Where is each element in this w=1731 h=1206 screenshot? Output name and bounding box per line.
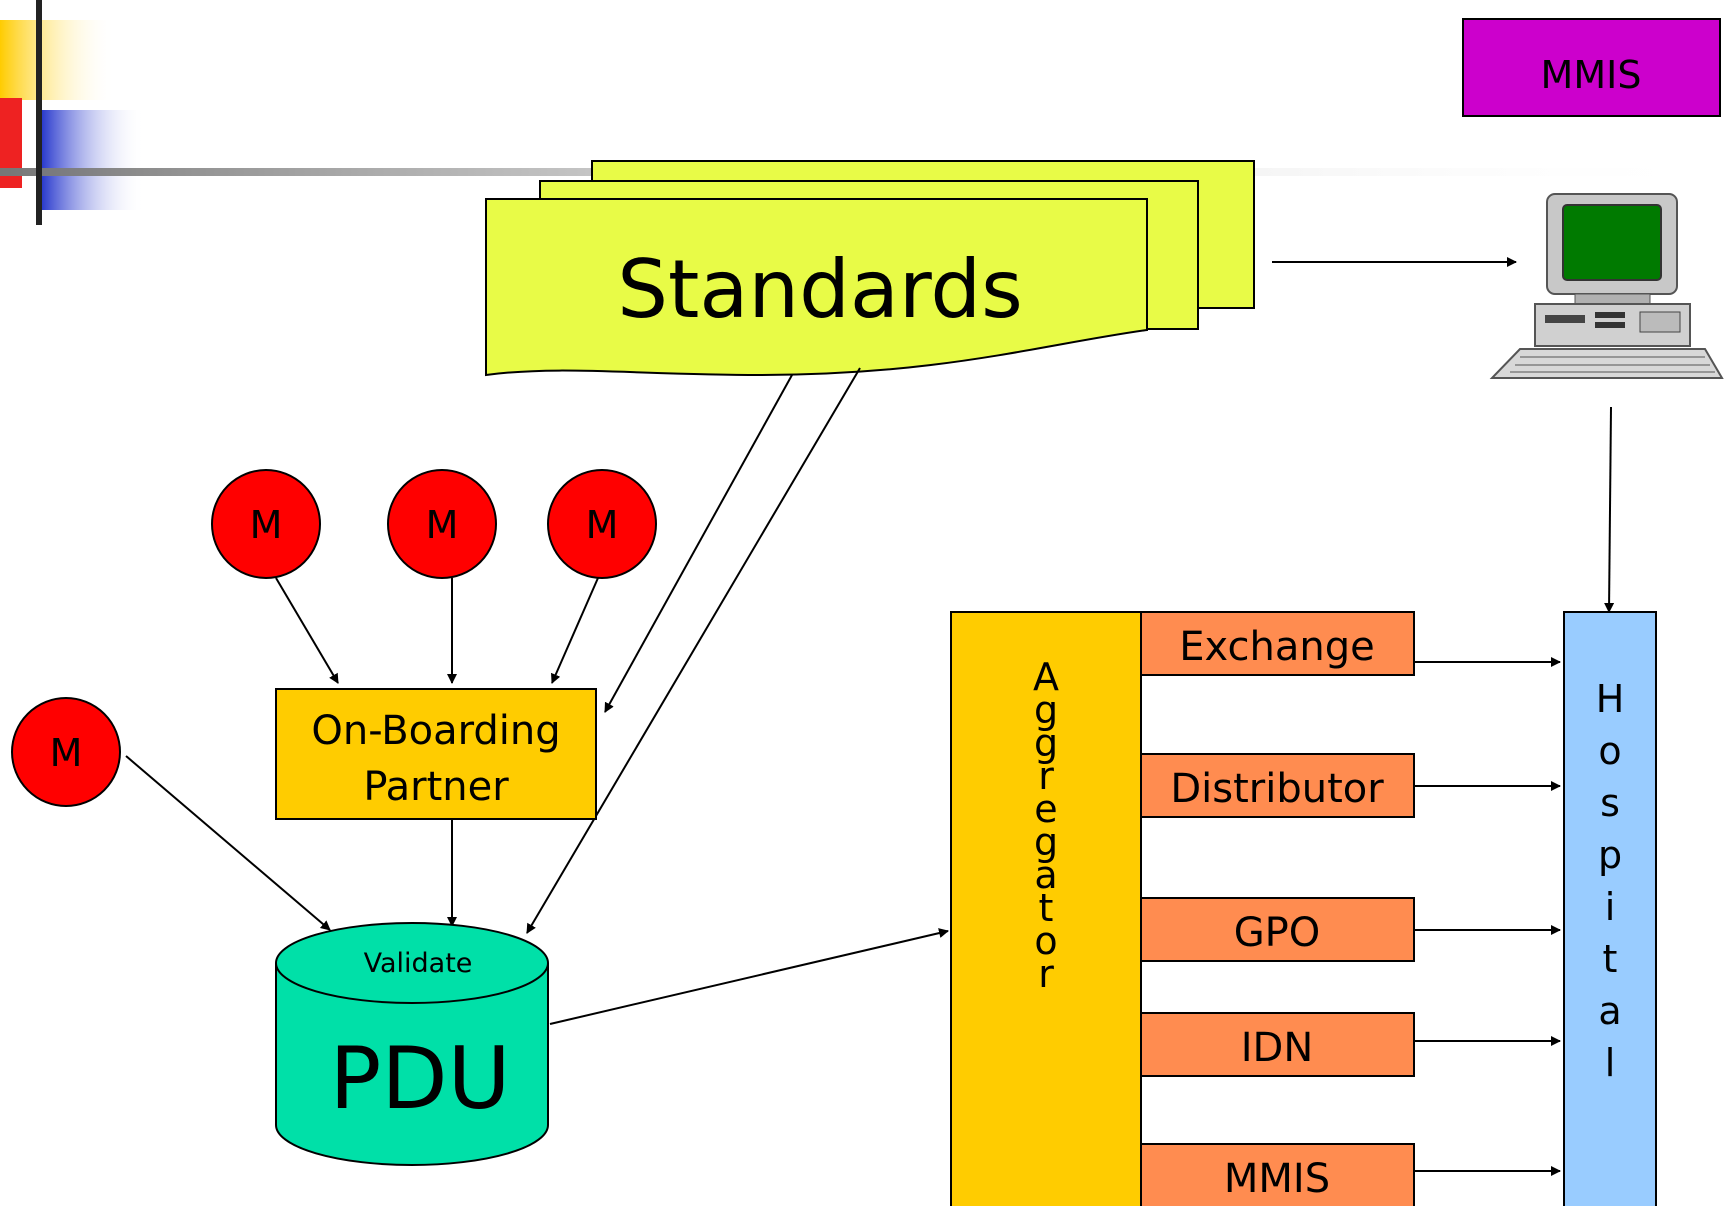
label-letter: A (1033, 655, 1059, 699)
label-letter: s (1600, 781, 1620, 825)
channel-label: Exchange (1179, 624, 1374, 670)
label-letter: o (1598, 729, 1621, 773)
onboarding-label-line1: On-Boarding (311, 708, 560, 754)
label-letter: H (1596, 677, 1625, 721)
mmis-top-box: MMIS (1462, 18, 1721, 117)
standards-to-pdu-arrow (526, 367, 861, 934)
label-letter: g (1034, 688, 1058, 732)
label-letter: r (1038, 754, 1054, 798)
manufacturer-label: M (586, 503, 619, 547)
label-letter: e (1034, 787, 1057, 831)
standards-label: Standards (617, 243, 1023, 336)
manufacturer-label: M (426, 503, 459, 547)
manufacturer-node: M (547, 469, 657, 579)
label-letter: i (1605, 885, 1616, 929)
label-letter: g (1034, 820, 1058, 864)
manufacturer-node: M (211, 469, 321, 579)
label-letter: a (1034, 853, 1057, 897)
pdu-validate-label: Validate (364, 948, 473, 979)
pdu-cylinder: Validate PDU (275, 922, 549, 1166)
label-letter: l (1605, 1041, 1616, 1085)
label-letter: o (1034, 919, 1057, 963)
label-letter: r (1038, 952, 1054, 996)
channel-label: Distributor (1170, 766, 1384, 812)
standards-documents: Standards (485, 160, 1255, 377)
computer-icon (1489, 193, 1724, 379)
standards-to-onboarding-arrow (604, 374, 793, 713)
manufacturer-label: M (250, 503, 283, 547)
pdu-label: PDU (329, 1029, 510, 1129)
channel-label: IDN (1241, 1025, 1314, 1071)
channel-box: IDN (1140, 1012, 1415, 1077)
mmis-top-label: MMIS (1541, 53, 1642, 97)
manufacturer-to-pdu-arrow (125, 755, 331, 931)
manufacturer-node: M (11, 697, 121, 807)
label-letter: t (1603, 937, 1618, 981)
manufacturer-label: M (50, 731, 83, 775)
pdu-to-aggregator-arrow (549, 928, 949, 1025)
onboarding-label-line2: Partner (363, 764, 509, 810)
channel-box: Exchange (1140, 611, 1415, 676)
manufacturer-to-onboarding-arrow (275, 577, 339, 684)
label-letter: a (1598, 989, 1621, 1033)
label-letter: p (1598, 833, 1622, 877)
label-letter: g (1034, 721, 1058, 765)
channel-label: GPO (1234, 910, 1321, 956)
channel-box: MMIS (1140, 1143, 1415, 1206)
computer-to-hospital-arrow (1604, 406, 1615, 613)
manufacturer-to-onboarding-arrow (551, 577, 599, 684)
label-letter: t (1039, 886, 1054, 930)
manufacturer-node: M (387, 469, 497, 579)
channel-box: GPO (1140, 897, 1415, 962)
onboarding-partner-box: On-Boarding Partner (275, 688, 597, 820)
channel-label: MMIS (1224, 1156, 1330, 1202)
channel-box: Distributor (1140, 753, 1415, 818)
